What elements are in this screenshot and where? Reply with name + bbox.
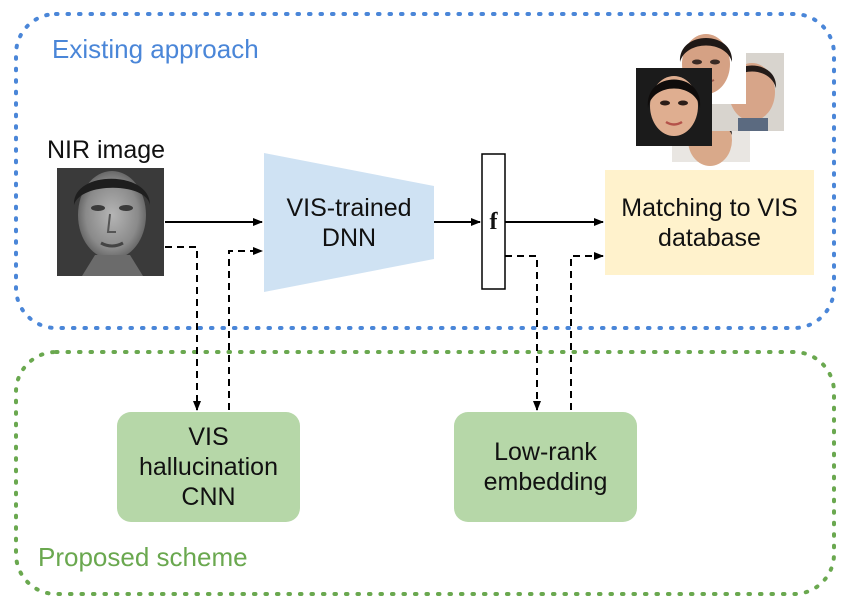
proposed-scheme-region bbox=[14, 350, 836, 596]
nir-face-image bbox=[57, 168, 164, 276]
dashed-arrow-feature-to-lowrank bbox=[505, 255, 541, 411]
lowrank-label: Low-rank embedding bbox=[483, 438, 608, 496]
dashed-arrow-hallucination-to-dnn bbox=[228, 247, 263, 410]
matching-database-block bbox=[605, 170, 814, 275]
vis-face-front bbox=[636, 68, 712, 146]
low-rank-embedding-block bbox=[454, 412, 637, 522]
matching-label: Matching to VIS database bbox=[621, 193, 798, 252]
dashed-arrow-nir-to-hallucination bbox=[165, 246, 201, 411]
vis-face-photo-stack bbox=[636, 26, 784, 166]
existing-approach-title: Existing approach bbox=[52, 34, 259, 64]
existing-approach-region bbox=[14, 12, 836, 330]
proposed-scheme-title: Proposed scheme bbox=[38, 542, 248, 572]
hallucination-label: VIS hallucination CNN bbox=[139, 423, 278, 511]
vis-trained-dnn-block bbox=[264, 153, 434, 292]
vis-hallucination-cnn-block bbox=[117, 412, 300, 522]
dnn-label: VIS-trained DNN bbox=[286, 194, 412, 252]
vis-face-back-right bbox=[712, 53, 784, 131]
nir-image-label: NIR image bbox=[47, 136, 166, 164]
feature-label: f bbox=[489, 209, 498, 235]
dashed-arrow-lowrank-to-matching bbox=[570, 252, 604, 410]
